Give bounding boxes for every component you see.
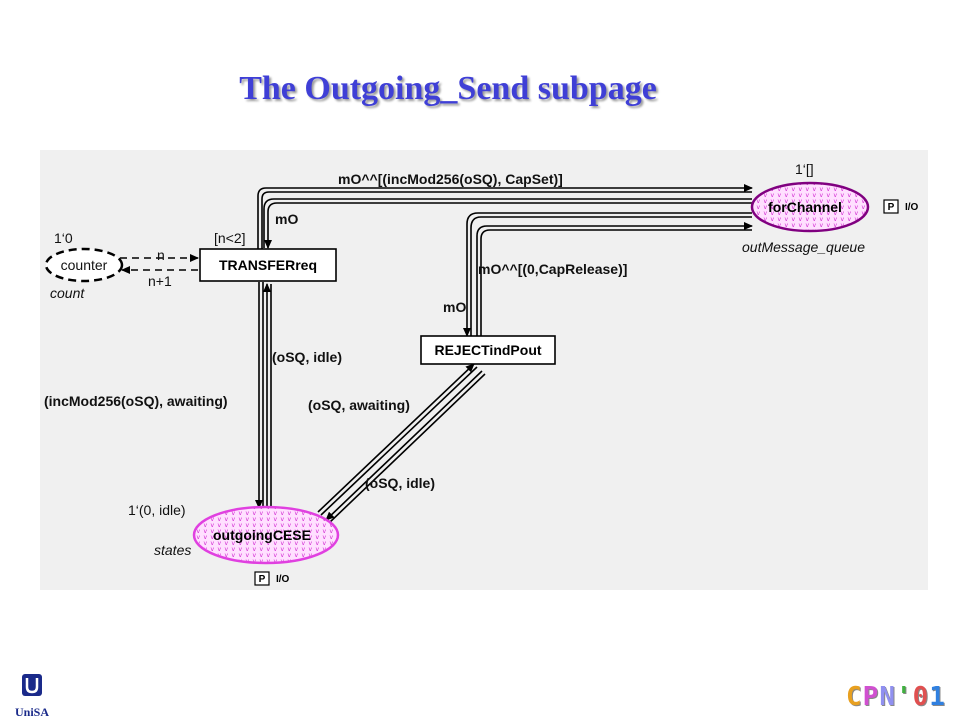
inscription-reject-to-channel: mO^^[(0,CapRelease)]	[478, 261, 627, 277]
outgoingcese-port-kind: I/O	[276, 574, 290, 585]
place-outgoingcese: outgoingCESE	[192, 505, 340, 565]
forchannel-port-letter: P	[888, 202, 895, 213]
cpn-letter: C	[846, 682, 863, 712]
place-counter-name: counter	[61, 257, 108, 273]
place-forchannel-name: forChannel	[768, 199, 842, 215]
arc-counter-transfer	[120, 254, 199, 274]
arc-reject-to-channel	[476, 222, 753, 336]
forchannel-port-kind: I/O	[905, 202, 919, 213]
inscription-cese-to-reject: (oSQ, awaiting)	[308, 397, 410, 413]
transition-rejectindpout: REJECTindPout	[420, 335, 556, 365]
outgoingcese-port-tag: P I/O	[254, 571, 290, 586]
forchannel-port-tag: P I/O	[883, 199, 919, 214]
place-outgoingcese-name: outgoingCESE	[213, 527, 311, 543]
cpn-letter: P	[862, 682, 880, 712]
inscription-counter-to-transfer: n	[157, 247, 165, 263]
inscription-reject-to-cese: (oSQ, idle)	[365, 475, 435, 491]
arc-channel-to-transfer	[263, 198, 752, 249]
arc-channel-to-reject	[463, 212, 752, 337]
cpn-letter: 1	[929, 682, 946, 712]
outgoingcese-port-letter: P	[259, 574, 266, 585]
cpn-letter: 0	[912, 682, 930, 712]
place-counter-marking: 1‘0	[54, 230, 73, 246]
inscription-channel-to-transfer: mO	[275, 211, 298, 227]
place-forchannel: forChannel	[750, 181, 870, 233]
unisa-logo: UniSA	[14, 674, 50, 720]
transition-transferreq-guard: [n<2]	[214, 230, 246, 246]
place-forchannel-type: outMessage_queue	[742, 239, 865, 255]
transition-transferreq: TRANSFERreq	[199, 248, 337, 282]
cpn-letter: '	[895, 682, 913, 712]
inscription-transfer-to-channel: mO^^[(incMod256(oSQ), CapSet)]	[338, 171, 563, 187]
place-outgoingcese-marking: 1‘(0, idle)	[128, 502, 186, 518]
place-outgoingcese-type: states	[154, 542, 191, 558]
unisa-logo-text: UniSA	[14, 705, 49, 719]
arc-cese-reject	[317, 363, 486, 524]
inscription-channel-to-reject: mO	[443, 299, 466, 315]
cpn-conference-logo: CPN'01	[846, 682, 946, 712]
place-forchannel-marking: 1‘[]	[795, 161, 814, 177]
unisa-logo-icon	[22, 674, 42, 696]
place-counter-type: count	[50, 285, 85, 301]
transition-transferreq-name: TRANSFERreq	[219, 257, 317, 273]
transition-rejectindpout-name: REJECTindPout	[434, 342, 541, 358]
inscription-transfer-to-counter: n+1	[148, 273, 172, 289]
inscription-cese-to-transfer: (oSQ, idle)	[272, 349, 342, 365]
page-title: The Outgoing_Send subpage	[239, 70, 657, 107]
arc-cese-transfer	[255, 282, 272, 509]
inscription-transfer-to-cese: (incMod256(oSQ), awaiting)	[44, 393, 228, 409]
place-counter: counter	[44, 247, 124, 283]
cpn-letter: N	[879, 682, 896, 712]
arc-transfer-to-channel	[257, 184, 753, 249]
